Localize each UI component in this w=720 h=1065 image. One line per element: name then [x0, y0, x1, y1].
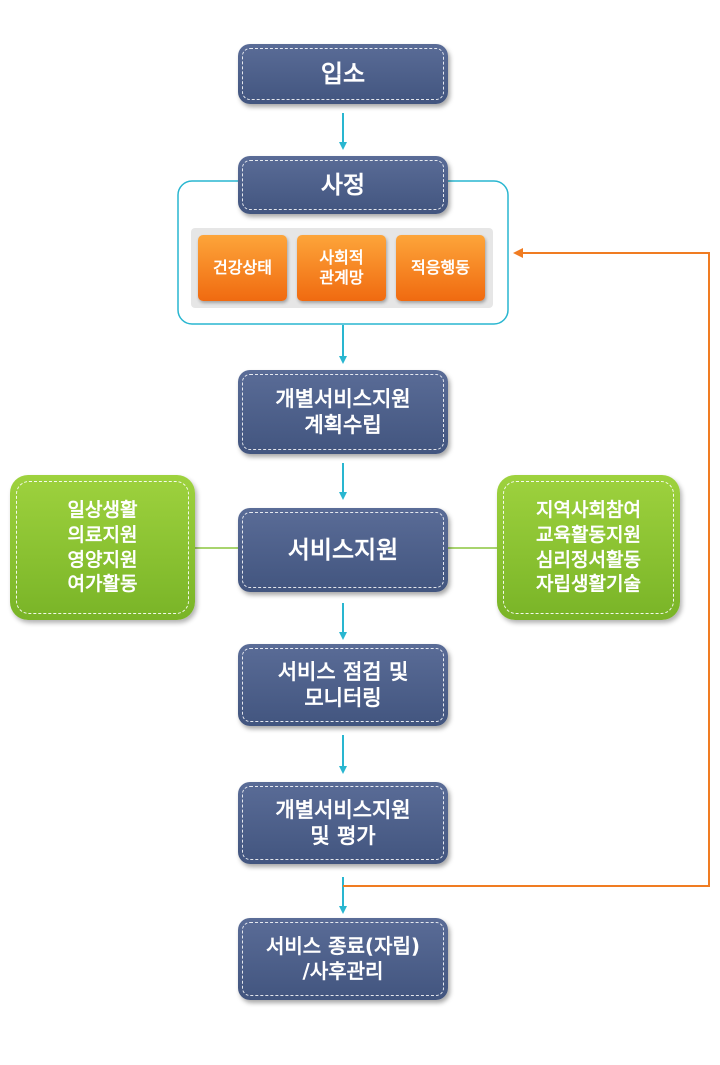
right-services-box: 지역사회참여 교육활동지원 심리정서활동 자립생활기술: [497, 475, 680, 620]
node-plan: 개별서비스지원 계획수립: [238, 370, 448, 454]
node-assessment-label: 사정: [320, 171, 366, 199]
assessment-item-social-label: 사회적 관계망: [319, 248, 364, 287]
node-monitoring-label: 서비스 점검 및 모니터링: [277, 659, 409, 710]
feedback-arrow: [343, 248, 710, 887]
node-plan-label: 개별서비스지원 계획수립: [275, 386, 411, 437]
left-services-label: 일상생활 의료지원 영양지원 여가활동: [67, 499, 138, 596]
left-services-box: 일상생활 의료지원 영양지원 여가활동: [10, 475, 195, 620]
node-admission-label: 입소: [320, 60, 366, 88]
assessment-item-adaptive-label: 적응행동: [411, 258, 470, 277]
node-assessment: 사정: [238, 156, 448, 214]
node-service-support: 서비스지원: [238, 508, 448, 592]
node-evaluation: 개별서비스지원 및 평가: [238, 782, 448, 864]
node-evaluation-label: 개별서비스지원 및 평가: [275, 797, 411, 848]
right-services-label: 지역사회참여 교육활동지원 심리정서활동 자립생활기술: [536, 499, 641, 596]
node-monitoring: 서비스 점검 및 모니터링: [238, 644, 448, 726]
assessment-item-health: 건강상태: [198, 235, 287, 301]
node-termination-label: 서비스 종료(자립) /사후관리: [265, 934, 421, 983]
node-service-support-label: 서비스지원: [287, 536, 399, 564]
assessment-item-social: 사회적 관계망: [297, 235, 386, 301]
node-termination: 서비스 종료(자립) /사후관리: [238, 918, 448, 1000]
assessment-item-adaptive: 적응행동: [396, 235, 485, 301]
assessment-item-health-label: 건강상태: [213, 258, 272, 277]
node-admission: 입소: [238, 44, 448, 104]
